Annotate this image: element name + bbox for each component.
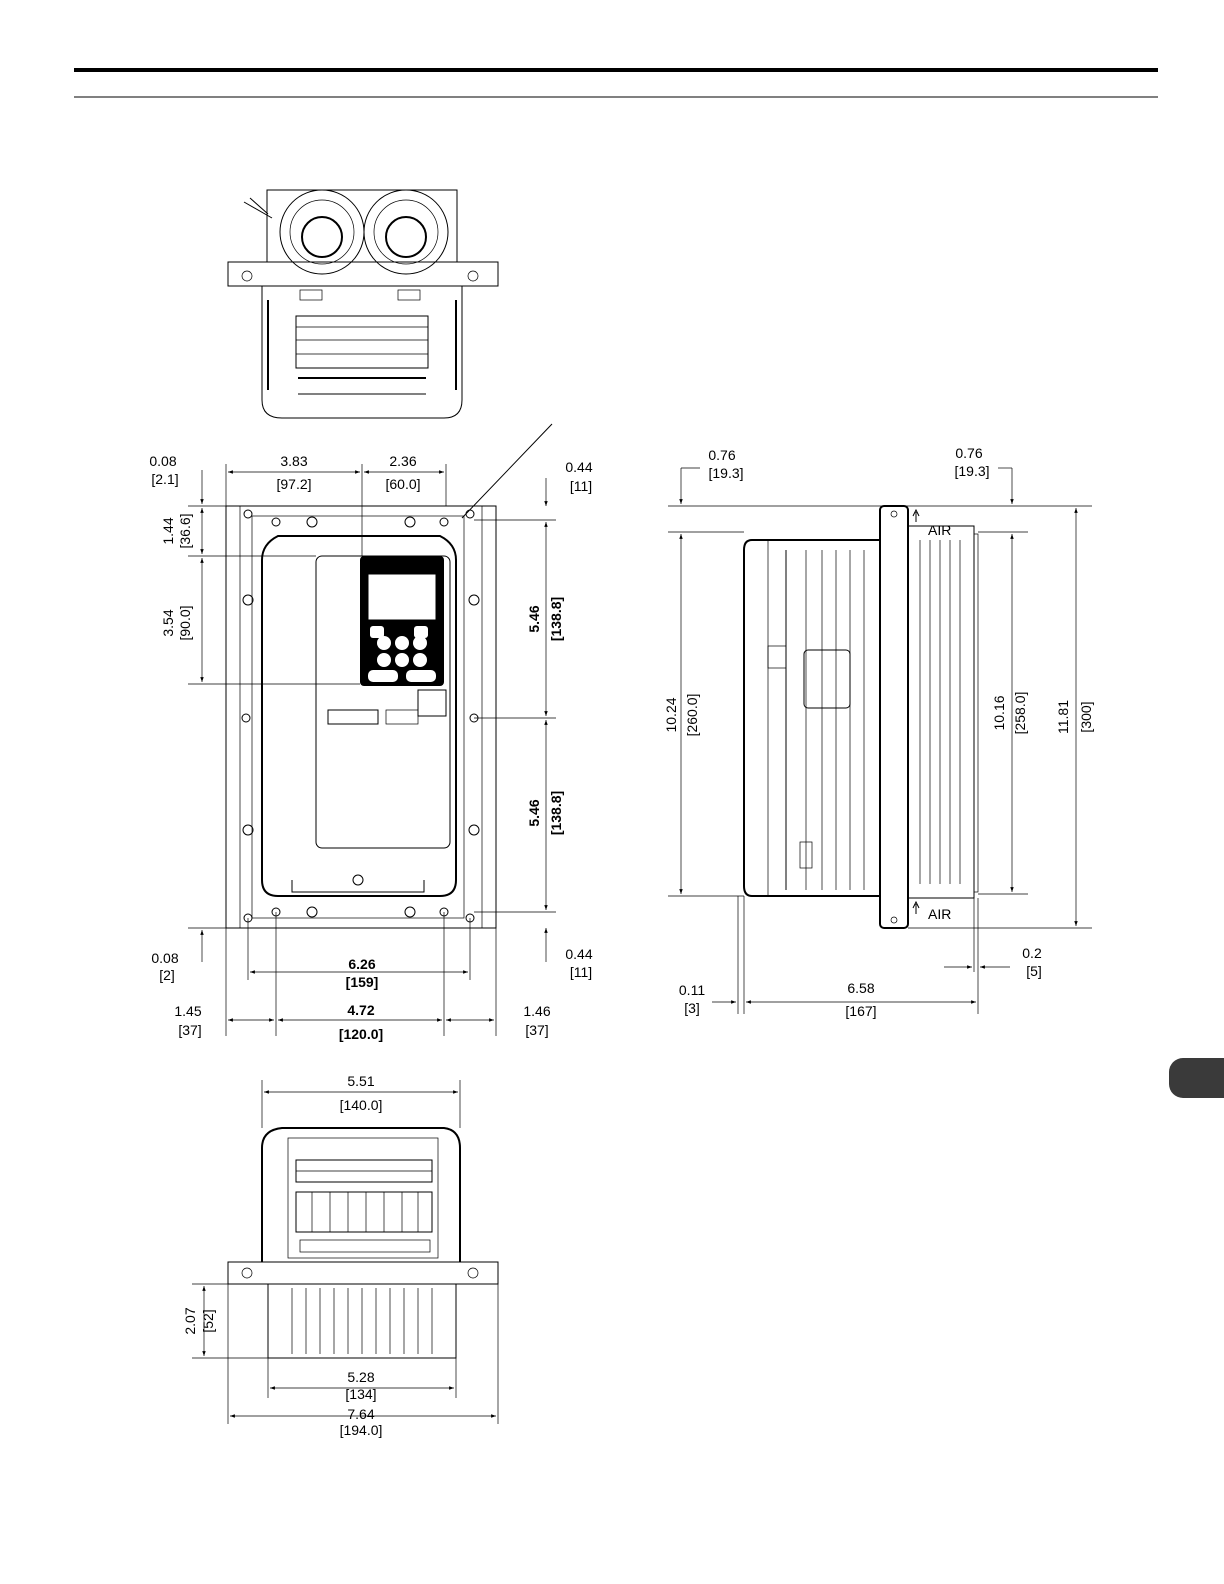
front-dimension-texts: 0.08 [2.1] 3.83 [97.2] 2.36 [60.0] 0.44 … — [149, 453, 592, 1042]
side-left-in: 1.45 — [174, 1003, 201, 1019]
rear-offset-mm: [3] — [684, 1000, 700, 1016]
keypad — [360, 556, 444, 686]
front-dimension-lines — [200, 470, 548, 1022]
air-label-bottom: AIR — [928, 906, 951, 922]
width-right-mm: [60.0] — [385, 476, 420, 492]
side-right-in: 1.46 — [523, 1003, 550, 1019]
fin-width-mm: [134] — [345, 1386, 376, 1402]
top-right-in: 0.76 — [955, 445, 982, 461]
height-body-in: 10.24 — [663, 697, 679, 732]
height-upper-in: 3.54 — [160, 609, 176, 636]
total-width-mm: [194.0] — [340, 1422, 383, 1438]
top-margin-right-in: 0.44 — [565, 459, 592, 475]
mount-width-in: 6.26 — [348, 956, 375, 972]
height-half-lower-mm: [138.8] — [548, 791, 564, 835]
width-left-in: 3.83 — [280, 453, 307, 469]
depth-in: 6.58 — [847, 980, 874, 996]
height-half-upper-in: 5.46 — [526, 605, 542, 632]
top-view — [227, 189, 499, 419]
top-left-mm: [19.3] — [708, 465, 743, 481]
top-left-in: 0.76 — [708, 447, 735, 463]
height-total-in: 11.81 — [1055, 700, 1071, 734]
offset-top-in: 0.08 — [149, 453, 176, 469]
side-left-mm: [37] — [178, 1022, 201, 1038]
flange-gap-mm: [5] — [1026, 963, 1042, 979]
side-view: AIR AIR — [743, 505, 979, 929]
total-width-in: 7.64 — [347, 1406, 374, 1422]
front-view — [188, 423, 556, 1036]
hole-pitch-mm: [120.0] — [339, 1026, 383, 1042]
depth-mm: [167] — [845, 1003, 876, 1019]
fin-depth-in: 2.07 — [182, 1307, 198, 1334]
bottom-dimension-lines — [202, 1090, 496, 1418]
air-label-top: AIR — [928, 522, 951, 538]
fan-guard-left — [279, 189, 365, 275]
hole-pitch-in: 4.72 — [347, 1002, 374, 1018]
side-dimension-lines — [679, 467, 1078, 1004]
offset-bottom-mm: [2] — [159, 967, 175, 983]
bottom-margin-right-in: 0.44 — [565, 946, 592, 962]
bottom-dimension-texts: 5.51 [140.0] 2.07 [52] 5.28 [134] 7.64 [… — [182, 1073, 382, 1438]
height-fins-in: 10.16 — [991, 695, 1007, 730]
width-left-mm: [97.2] — [276, 476, 311, 492]
height-top-in: 1.44 — [160, 517, 176, 544]
height-fins-mm: [258.0] — [1012, 692, 1028, 735]
side-dimension-texts: 0.76 [19.3] 0.76 [19.3] 10.24 [260.0] 10… — [663, 445, 1094, 1019]
height-half-lower-in: 5.46 — [526, 799, 542, 826]
height-body-mm: [260.0] — [684, 694, 700, 737]
height-top-mm: [36.6] — [177, 513, 193, 548]
mount-width-mm: [159] — [346, 974, 379, 990]
section-tab — [1169, 1058, 1224, 1098]
flange-gap-in: 0.2 — [1022, 945, 1042, 961]
height-upper-mm: [90.0] — [177, 605, 193, 640]
body-width-in: 5.51 — [347, 1073, 374, 1089]
side-extension-lines — [668, 505, 1092, 1014]
fan-guard-right — [363, 189, 449, 275]
height-half-upper-mm: [138.8] — [548, 597, 564, 641]
height-total-mm: [300] — [1078, 701, 1094, 732]
body-width-mm: [140.0] — [340, 1097, 383, 1113]
header-rules — [74, 68, 1158, 98]
offset-top-mm: [2.1] — [151, 471, 178, 487]
bottom-view — [192, 1080, 499, 1424]
top-right-mm: [19.3] — [954, 463, 989, 479]
top-margin-right-mm: [11] — [570, 478, 592, 494]
rear-offset-in: 0.11 — [679, 982, 705, 998]
width-right-in: 2.36 — [389, 453, 416, 469]
fin-depth-mm: [52] — [200, 1309, 216, 1332]
bottom-margin-right-mm: [11] — [570, 964, 592, 980]
offset-bottom-in: 0.08 — [151, 950, 178, 966]
side-right-mm: [37] — [525, 1022, 548, 1038]
fin-width-in: 5.28 — [347, 1369, 374, 1385]
